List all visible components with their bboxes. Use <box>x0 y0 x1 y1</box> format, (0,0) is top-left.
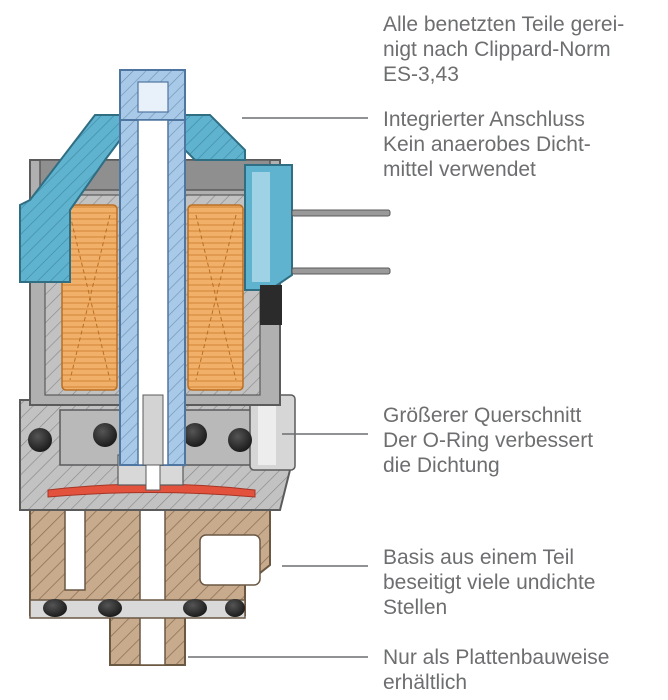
connector-pin-bottom <box>291 267 391 275</box>
coil-left-x <box>69 214 111 381</box>
mid-oring-inner-right <box>183 423 207 447</box>
base-flow-bore <box>139 499 166 666</box>
annotation-line: Alle benetzten Teile gerei- <box>383 13 625 36</box>
base-oring-3 <box>183 599 207 617</box>
leader-lines <box>188 117 368 658</box>
teal-cap-top <box>184 114 246 161</box>
annotation-line: Der O-Ring verbessert <box>383 429 594 452</box>
terminal-block <box>260 285 282 325</box>
mid-oring-right <box>228 428 252 452</box>
mid-oring-left <box>28 428 52 452</box>
annotation-line: Größerer Querschnitt <box>383 404 582 427</box>
mid-oring-inner-left <box>93 423 117 447</box>
base-side-cavity <box>199 534 261 586</box>
annotation-line: nigt nach Clippard-Norm <box>383 38 611 61</box>
seal-disk <box>47 483 256 498</box>
connector-pin-top <box>291 209 391 217</box>
coil-right-x <box>195 214 237 381</box>
stem-bore-top <box>137 81 169 113</box>
side-plug-highlight <box>258 400 276 465</box>
annotation-line: Kein anaerobes Dicht- <box>383 133 591 156</box>
annotation-line: beseitigt viele undichte <box>383 571 596 594</box>
annotation-port: Integrierter Anschluss Kein anaerobes Di… <box>383 107 667 182</box>
annotation-line: Nur als Plattenbauweise <box>383 646 610 669</box>
annotation-line: erhältlich <box>383 671 468 694</box>
annotation-cleaning: Alle benetzten Teile gerei- nigt nach Cl… <box>383 12 667 87</box>
base-oring-4 <box>225 599 245 617</box>
plunger-tip <box>145 464 161 491</box>
base-oring-1 <box>43 599 67 617</box>
annotation-line: Basis aus einem Teil <box>383 546 575 569</box>
annotation-base: Basis aus einem Teil beseitigt viele und… <box>383 545 667 620</box>
base-side-port <box>64 499 86 591</box>
plunger <box>142 394 164 466</box>
annotation-line: Stellen <box>383 596 448 619</box>
annotation-oring: Größerer Querschnitt Der O-Ring verbesse… <box>383 403 667 478</box>
teal-connector-light <box>252 172 270 282</box>
teal-cap <box>19 114 121 283</box>
annotation-manifold: Nur als Plattenbauweise erhältlich <box>383 645 667 695</box>
annotation-line: die Dichtung <box>383 454 500 477</box>
annotation-line: Integrierter Anschluss <box>383 108 585 131</box>
annotation-line: ES-3,43 <box>383 63 459 86</box>
base-oring-2 <box>98 599 122 617</box>
annotation-line: mittel verwendet <box>383 158 536 181</box>
